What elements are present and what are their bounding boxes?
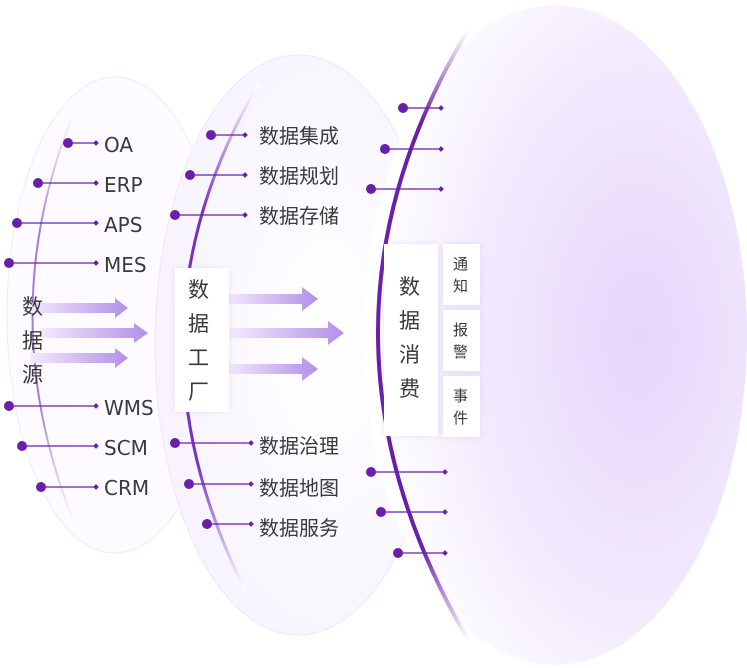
alarm-char: 报 — [453, 321, 469, 339]
connector-dot — [376, 507, 386, 517]
connector-end — [248, 440, 254, 446]
connector-end — [93, 140, 99, 146]
consume-ellipse — [363, 5, 747, 665]
consume-box-alarm — [443, 310, 480, 371]
source-item-crm: CRM — [104, 476, 150, 500]
connector-dot — [202, 519, 212, 529]
source-item-erp: ERP — [104, 173, 143, 197]
source-title-char: 数 — [22, 295, 43, 319]
source-item-scm: SCM — [104, 436, 148, 460]
factory-item-storage: 数据存储 — [259, 204, 339, 228]
connector-dot — [184, 479, 194, 489]
consume-box-notify — [443, 244, 480, 305]
factory-arrows — [225, 287, 344, 381]
notify-char: 知 — [453, 277, 469, 295]
connector-dot — [366, 184, 376, 194]
source-title-char: 源 — [22, 363, 43, 387]
notify-char: 通 — [453, 255, 469, 273]
factory-title: 数 据 工 厂 — [188, 273, 209, 409]
connector-end — [438, 146, 444, 152]
factory-title-char: 厂 — [188, 380, 209, 404]
consume-box-notify-text: 通 知 — [453, 253, 468, 297]
connector-dot — [206, 130, 216, 140]
factory-title-char: 数 — [188, 278, 209, 302]
connector-dot — [17, 441, 27, 451]
connector-end — [248, 481, 254, 487]
connector-end — [442, 469, 448, 475]
source-item-oa: OA — [104, 133, 134, 157]
source-title: 数 据 源 — [22, 290, 43, 392]
event-char: 事 — [453, 387, 469, 405]
factory-item-planning: 数据规划 — [259, 164, 339, 188]
source-item-aps: APS — [104, 213, 143, 237]
consume-box-event — [443, 376, 480, 437]
factory-title-box — [175, 268, 229, 412]
connector-end — [93, 403, 99, 409]
connector-dot — [4, 401, 14, 411]
connector-dot — [393, 548, 403, 558]
connector-dot — [63, 138, 73, 148]
connector-dot — [4, 258, 14, 268]
consume-title-char: 费 — [399, 377, 420, 401]
connector-dot — [398, 103, 408, 113]
connector-end — [93, 220, 99, 226]
factory-item-integration: 数据集成 — [259, 124, 339, 148]
source-arc — [31, 109, 76, 526]
consume-box-event-text: 事 件 — [453, 385, 468, 429]
connector-dot — [185, 170, 195, 180]
connector-dot — [33, 178, 43, 188]
consume-title-char: 消 — [399, 343, 420, 367]
factory-item-service: 数据服务 — [259, 516, 339, 540]
source-title-char: 据 — [22, 329, 43, 353]
event-char: 件 — [453, 409, 469, 427]
source-item-mes: MES — [104, 253, 147, 277]
alarm-char: 警 — [453, 343, 469, 361]
connector-end — [242, 172, 248, 178]
factory-title-char: 工 — [188, 346, 209, 370]
factory-title-char: 据 — [188, 312, 209, 336]
connector-end — [93, 260, 99, 266]
connector-end — [242, 212, 248, 218]
connector-dot — [36, 482, 46, 492]
consume-title-char: 数 — [399, 275, 420, 299]
connector-end — [442, 550, 448, 556]
connector-dot — [12, 218, 22, 228]
connector-end — [93, 180, 99, 186]
connector-end — [248, 521, 254, 527]
connector-dot — [380, 144, 390, 154]
consume-title-char: 据 — [399, 309, 420, 333]
factory-item-governance: 数据治理 — [259, 434, 339, 458]
consume-box-alarm-text: 报 警 — [453, 319, 468, 363]
connector-dot — [170, 438, 180, 448]
consume-title-box — [384, 244, 438, 436]
connector-dot — [366, 467, 376, 477]
source-item-wms: WMS — [104, 396, 154, 420]
connector-end — [438, 186, 444, 192]
connector-end — [242, 132, 248, 138]
connector-dot — [170, 210, 180, 220]
connector-end — [93, 443, 99, 449]
source-arrows — [30, 298, 148, 368]
connector-end — [93, 484, 99, 490]
connector-end — [438, 105, 444, 111]
consume-title: 数 据 消 费 — [399, 270, 420, 406]
connector-end — [442, 509, 448, 515]
factory-item-map: 数据地图 — [259, 476, 339, 500]
